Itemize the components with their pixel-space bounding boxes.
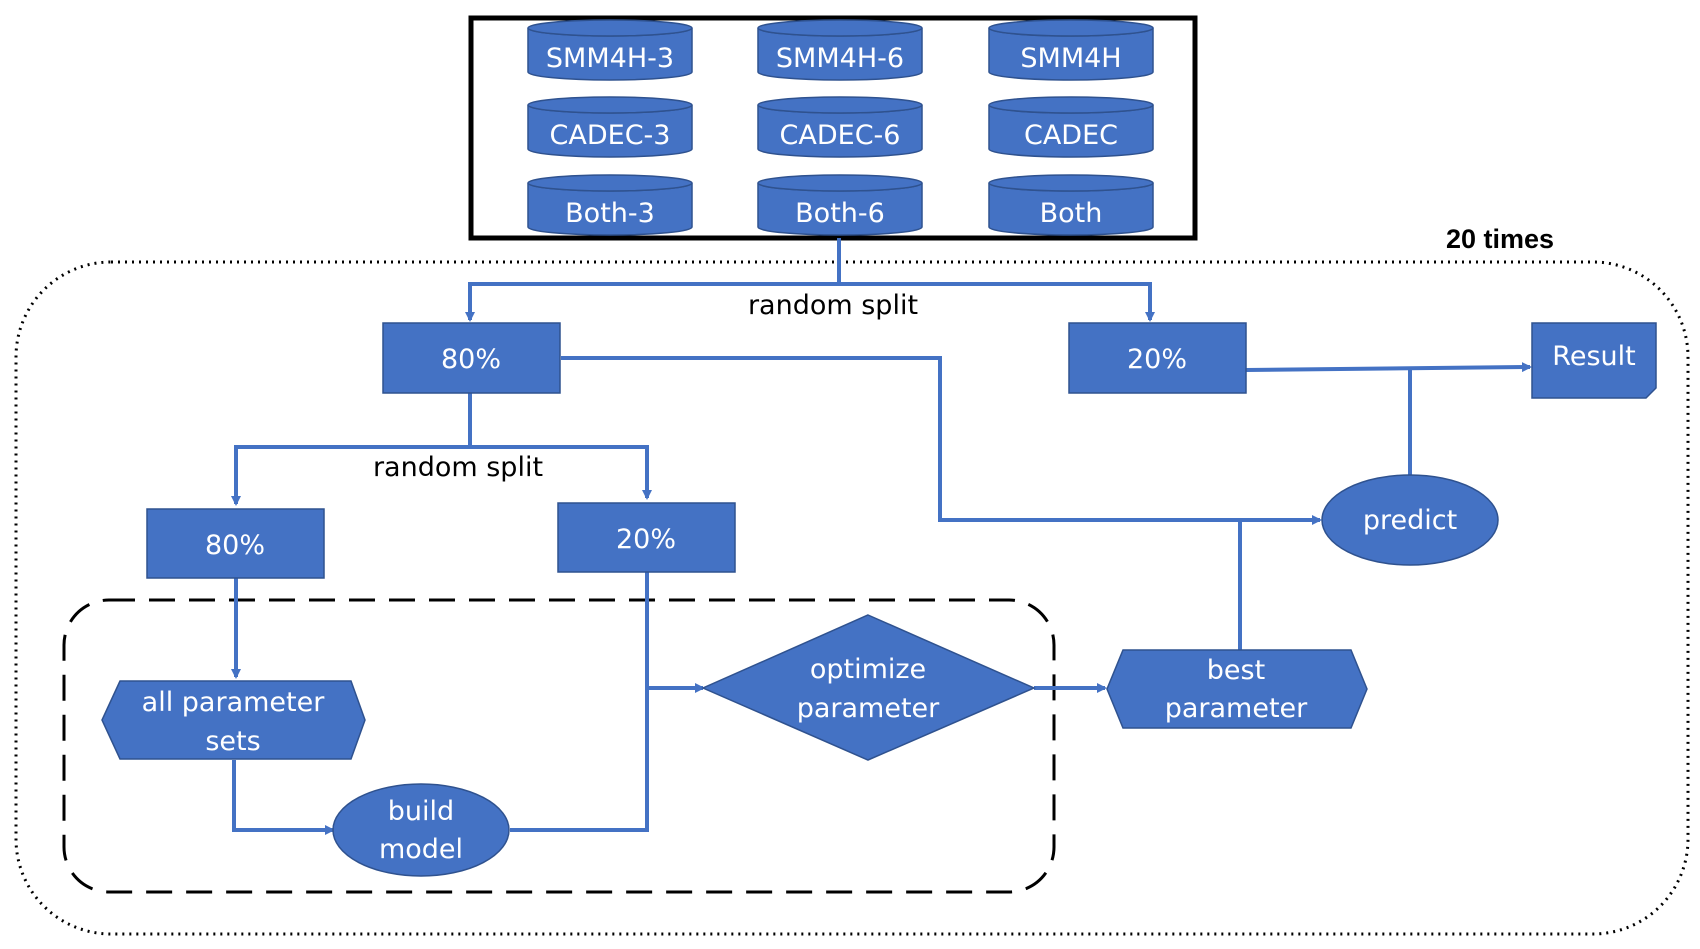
inner-validation-20-label: 20% [616,524,676,555]
dataset-both-3: Both-3 [527,174,693,236]
dataset-cadec-6: CADEC-6 [757,96,923,158]
predict-ellipse [1321,474,1499,566]
dataset-label: SMM4H-6 [776,43,904,74]
split-label-inner: random split [373,452,543,483]
dataset-label: Both-6 [795,198,885,229]
build-model-label-2: model [379,834,463,865]
loop-label: 20 times [1446,224,1554,254]
inner-train-80-label: 80% [205,530,265,561]
dataset-grid: SMM4H-3 SMM4H-6 SMM4H CADEC-3 CADEC-6 CADEC Bo… [527,19,1154,236]
connector-inner-validation [470,445,652,500]
train-80-label: 80% [441,344,501,375]
cylinder-top [988,96,1154,114]
dataset-both: Both [988,174,1154,236]
optimize-parameter-label-2: parameter [797,693,940,724]
dataset-label: CADEC-6 [780,120,901,151]
dataset-label: CADEC-3 [550,120,671,151]
cylinder-top [757,174,923,192]
dataset-smm4h: SMM4H [988,19,1154,81]
cylinder-top [527,174,693,192]
dataset-smm4h-3: SMM4H-3 [527,19,693,81]
connector-inner-train [231,445,470,506]
parameter-sets-label-2: sets [205,726,260,757]
dataset-label: Both-3 [565,198,655,229]
best-parameter-hexagon [1106,649,1368,729]
predict-label: predict [1363,505,1457,536]
optimize-parameter-label-1: optimize [810,654,926,685]
dataset-smm4h-6: SMM4H-6 [757,19,923,81]
dataset-label: Both [1040,198,1103,229]
connector-train-to-predict [561,356,1322,525]
inner-train-80-box [146,508,325,579]
best-parameter-label-1: best [1207,655,1265,686]
optimization-frame [62,598,1056,894]
test-20-label: 20% [1127,344,1187,375]
loop-frame [14,260,1690,936]
cylinder-top [527,19,693,37]
train-80-box [382,322,561,394]
cylinder-top [757,96,923,114]
build-model-label-1: build [388,796,454,827]
optimize-parameter-diamond [701,614,1036,761]
connector-test-to-result [1245,362,1532,373]
parameter-sets-hexagon [101,680,366,760]
split-label-top: random split [748,290,918,321]
dataset-label: SMM4H [1020,43,1121,74]
result-document [1531,322,1657,399]
cylinder-top [757,19,923,37]
dataset-label: CADEC [1024,120,1118,151]
connectors [231,238,1532,835]
cylinder-top [988,19,1154,37]
connector-split-train [465,282,839,322]
result-label: Result [1552,341,1635,372]
build-model-ellipse [332,783,510,877]
inner-validation-20-box [557,502,736,573]
dataset-cadec: CADEC [988,96,1154,158]
best-parameter-label-2: parameter [1165,693,1308,724]
dataset-label: SMM4H-3 [546,43,674,74]
connector-build-to-optimize [510,683,705,832]
cylinder-top [988,174,1154,192]
connector-params-to-build [232,760,335,835]
cylinder-top [527,96,693,114]
test-20-box [1068,322,1247,394]
dataset-both-6: Both-6 [757,174,923,236]
connector-split-test [839,282,1155,322]
parameter-sets-label-1: all parameter [142,687,326,718]
dataset-cadec-3: CADEC-3 [527,96,693,158]
